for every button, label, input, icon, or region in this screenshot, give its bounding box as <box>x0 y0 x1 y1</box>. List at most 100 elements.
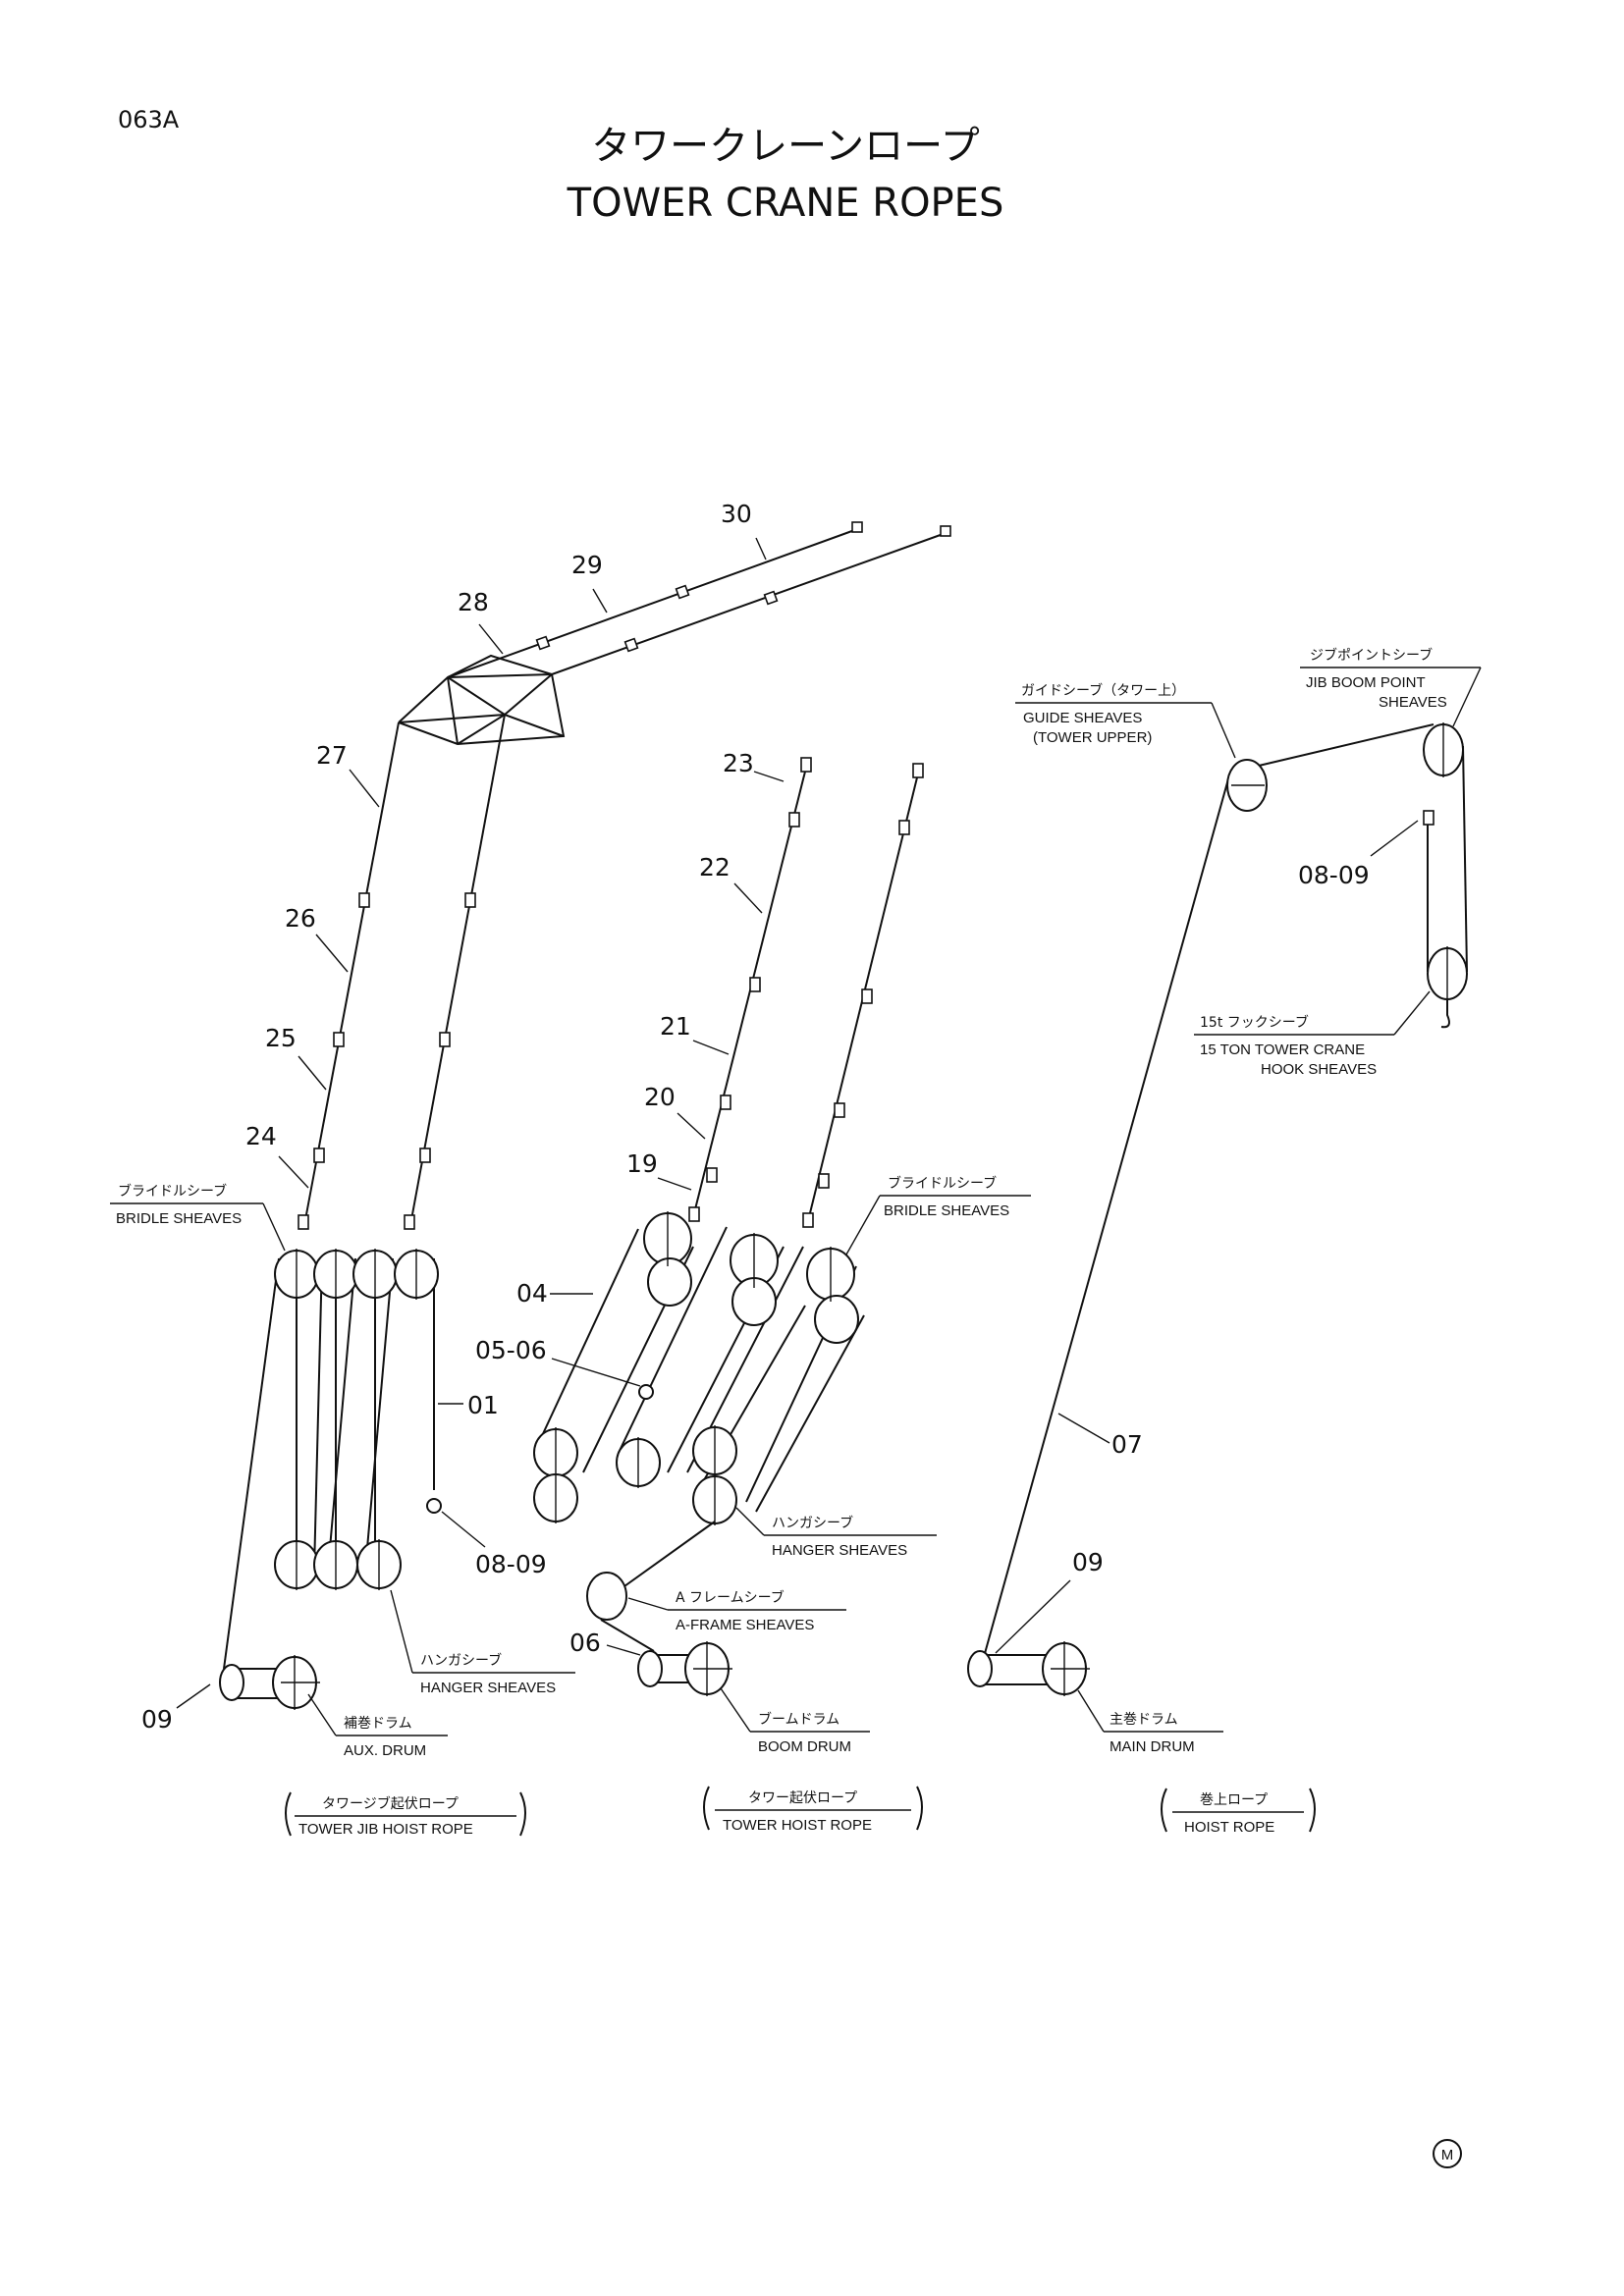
svg-text:08-09: 08-09 <box>475 1550 547 1578</box>
svg-text:JIB BOOM POINT: JIB BOOM POINT <box>1306 674 1426 691</box>
callout-27: 27 <box>316 741 380 808</box>
svg-text:HOOK SHEAVES: HOOK SHEAVES <box>1261 1061 1377 1078</box>
bridle-sheaves-left <box>223 1249 439 1670</box>
svg-text:BOOM DRUM: BOOM DRUM <box>758 1738 851 1755</box>
label-bridle-left: ブライドルシーブ BRIDLE SHEAVES <box>110 1183 286 1252</box>
tower-pendant-ropes <box>688 757 924 1228</box>
svg-text:HANGER SHEAVES: HANGER SHEAVES <box>420 1680 556 1696</box>
svg-text:ガイドシーブ（タワー上）: ガイドシーブ（タワー上） <box>1021 682 1185 699</box>
bridle-sheaves-mid <box>533 1211 865 1513</box>
label-aux-drum: 補巻ドラム AUX. DRUM <box>307 1693 448 1759</box>
svg-text:ジブポイントシーブ: ジブポイントシーブ <box>1310 647 1433 664</box>
svg-text:ハンガシーブ: ハンガシーブ <box>420 1652 502 1669</box>
label-hanger-left: ハンガシーブ HANGER SHEAVES <box>390 1589 575 1696</box>
boom-drum <box>637 1641 732 1696</box>
callout-09-right: 09 <box>995 1548 1104 1654</box>
svg-text:08-09: 08-09 <box>1298 861 1370 889</box>
callout-01: 01 <box>438 1391 499 1419</box>
main-drum <box>967 1641 1090 1696</box>
callout-30: 30 <box>721 500 767 561</box>
hanger-sheaves-left <box>274 1298 442 1590</box>
label-main-drum: 主巻ドラム MAIN DRUM <box>1077 1689 1223 1755</box>
svg-text:29: 29 <box>571 551 603 579</box>
callout-09-left: 09 <box>141 1683 211 1734</box>
hanger-sheaves-mid <box>533 1384 737 1597</box>
title-jp: タワークレーンロープ <box>591 124 980 169</box>
svg-text:09: 09 <box>141 1705 173 1734</box>
svg-text:06: 06 <box>569 1629 601 1657</box>
svg-text:タワー起伏ロープ: タワー起伏ロープ <box>748 1790 857 1806</box>
svg-text:BRIDLE SHEAVES: BRIDLE SHEAVES <box>116 1210 242 1227</box>
svg-text:タワージブ起伏ロープ: タワージブ起伏ロープ <box>322 1795 459 1812</box>
svg-text:MAIN DRUM: MAIN DRUM <box>1110 1738 1195 1755</box>
svg-text:24: 24 <box>245 1122 277 1150</box>
a-frame-sheave <box>586 1572 655 1652</box>
svg-text:ハンガシーブ: ハンガシーブ <box>772 1515 853 1531</box>
pendant-rope-left <box>298 714 506 1230</box>
rope-group-right: 巻上ロープ HOIST ROPE <box>1161 1788 1316 1836</box>
svg-text:HOIST ROPE: HOIST ROPE <box>1184 1819 1274 1836</box>
pendant-rope-upper <box>447 521 951 678</box>
svg-text:15t フックシーブ: 15t フックシーブ <box>1200 1014 1309 1031</box>
svg-text:05-06: 05-06 <box>475 1336 547 1364</box>
label-hook: 15t フックシーブ 15 TON TOWER CRANE HOOK SHEAV… <box>1194 990 1431 1078</box>
svg-text:15 TON TOWER CRANE: 15 TON TOWER CRANE <box>1200 1041 1365 1058</box>
callout-07: 07 <box>1057 1413 1143 1459</box>
callout-19: 19 <box>626 1149 692 1191</box>
svg-text:HANGER SHEAVES: HANGER SHEAVES <box>772 1542 907 1559</box>
svg-text:27: 27 <box>316 741 348 770</box>
svg-text:A フレームシーブ: A フレームシーブ <box>676 1589 785 1606</box>
callout-24: 24 <box>245 1122 309 1189</box>
svg-text:21: 21 <box>660 1012 691 1041</box>
jib-frame <box>398 654 566 746</box>
callout-23: 23 <box>723 749 785 782</box>
svg-text:23: 23 <box>723 749 754 777</box>
guide-sheave <box>1226 759 1268 812</box>
svg-text:26: 26 <box>285 904 316 933</box>
svg-text:ブライドルシーブ: ブライドルシーブ <box>888 1175 997 1192</box>
m-mark: M <box>1433 2139 1462 2168</box>
svg-text:BRIDLE SHEAVES: BRIDLE SHEAVES <box>884 1202 1009 1219</box>
rope-group-mid: タワー起伏ロープ TOWER HOIST ROPE <box>703 1786 923 1834</box>
svg-text:AUX. DRUM: AUX. DRUM <box>344 1742 426 1759</box>
svg-text:TOWER HOIST ROPE: TOWER HOIST ROPE <box>723 1817 872 1834</box>
callout-20: 20 <box>644 1083 706 1140</box>
svg-text:07: 07 <box>1111 1430 1143 1459</box>
svg-text:01: 01 <box>467 1391 499 1419</box>
callout-08-09-right: 08-09 <box>1298 820 1419 889</box>
label-aframe: A フレームシーブ A-FRAME SHEAVES <box>627 1589 846 1633</box>
svg-text:A-FRAME SHEAVES: A-FRAME SHEAVES <box>676 1617 814 1633</box>
svg-text:25: 25 <box>265 1024 297 1052</box>
svg-text:M: M <box>1441 2147 1454 2163</box>
svg-text:主巻ドラム: 主巻ドラム <box>1110 1712 1178 1728</box>
svg-text:09: 09 <box>1072 1548 1104 1576</box>
svg-text:補巻ドラム: 補巻ドラム <box>344 1716 412 1732</box>
hook-sheave <box>1423 810 1468 1029</box>
svg-text:GUIDE SHEAVES: GUIDE SHEAVES <box>1023 710 1142 726</box>
callout-28: 28 <box>458 588 504 655</box>
svg-text:28: 28 <box>458 588 489 616</box>
aux-drum <box>219 1655 320 1710</box>
jib-point-sheave <box>1423 722 1464 777</box>
label-guide: ガイドシーブ（タワー上） GUIDE SHEAVES (TOWER UPPER) <box>1015 682 1236 759</box>
hoist-rope <box>983 723 1468 1658</box>
svg-text:ブームドラム: ブームドラム <box>758 1711 839 1728</box>
label-boom-drum: ブームドラム BOOM DRUM <box>720 1687 870 1755</box>
svg-text:30: 30 <box>721 500 752 528</box>
svg-text:巻上ロープ: 巻上ロープ <box>1200 1792 1268 1808</box>
label-hanger-mid: ハンガシーブ HANGER SHEAVES <box>735 1507 937 1559</box>
callout-04: 04 <box>516 1279 593 1308</box>
label-bridle-mid: ブライドルシーブ BRIDLE SHEAVES <box>845 1175 1031 1255</box>
callout-06: 06 <box>569 1629 641 1657</box>
callout-05-06: 05-06 <box>475 1336 641 1387</box>
svg-text:(TOWER UPPER): (TOWER UPPER) <box>1033 729 1152 746</box>
svg-text:04: 04 <box>516 1279 548 1308</box>
svg-text:TOWER JIB HOIST ROPE: TOWER JIB HOIST ROPE <box>298 1821 473 1838</box>
callout-22: 22 <box>699 853 763 914</box>
svg-text:20: 20 <box>644 1083 676 1111</box>
label-jibpoint: ジブポイントシーブ JIB BOOM POINT SHEAVES <box>1300 647 1482 727</box>
callout-21: 21 <box>660 1012 730 1055</box>
svg-text:ブライドルシーブ: ブライドルシーブ <box>118 1183 227 1200</box>
svg-text:SHEAVES: SHEAVES <box>1379 694 1447 711</box>
